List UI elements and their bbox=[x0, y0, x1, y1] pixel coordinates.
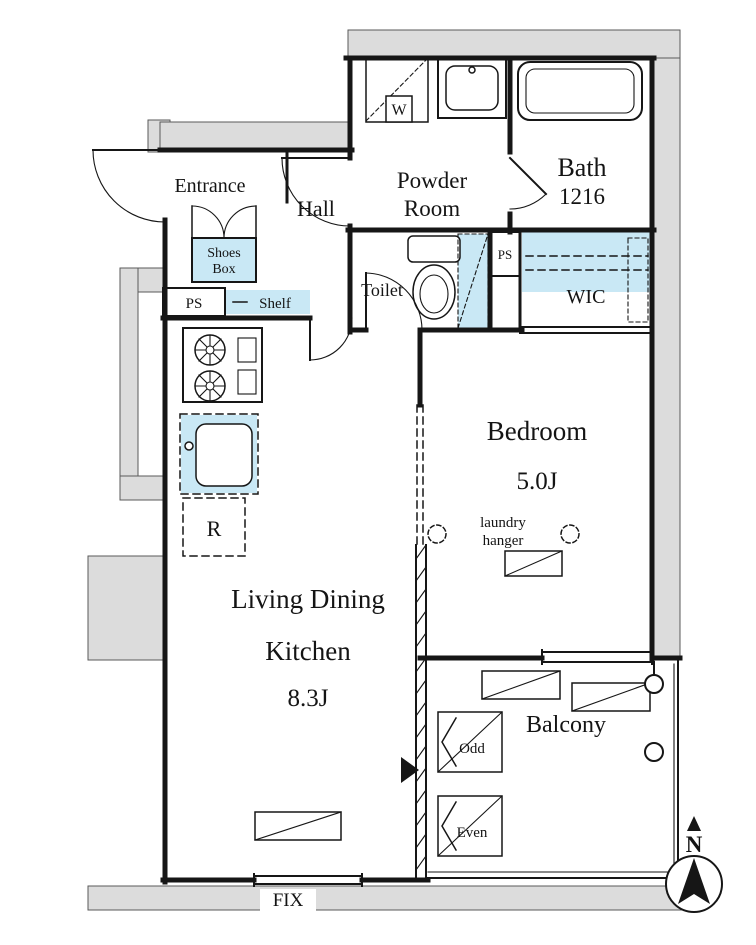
shoes-box-label-1: Shoes bbox=[207, 246, 240, 261]
compass-arrowhead bbox=[687, 816, 701, 831]
refrigerator-label: R bbox=[207, 516, 222, 541]
balcony-glass-panel-2 bbox=[571, 682, 651, 712]
fix-window-label: FIX bbox=[273, 890, 304, 911]
balcony-glass-panel-1 bbox=[481, 670, 561, 700]
wic-hanger-rails bbox=[525, 237, 649, 323]
bath-folding-door bbox=[508, 156, 548, 210]
stairs-odd-label: Odd bbox=[459, 741, 485, 757]
shoes-box-area bbox=[192, 238, 256, 282]
drain-pipes bbox=[644, 661, 664, 762]
balcony-label: Balcony bbox=[526, 712, 606, 738]
north-compass bbox=[665, 816, 723, 913]
balcony bbox=[401, 657, 679, 879]
powder-room-label-2: Room bbox=[404, 196, 460, 221]
north-label: N bbox=[686, 832, 703, 857]
powder-room-label-1: Powder bbox=[397, 168, 468, 193]
fix-label-chip bbox=[260, 889, 316, 911]
ldk-label-1: Living Dining bbox=[231, 584, 385, 614]
powder-room-door bbox=[281, 157, 351, 227]
bath-label-1: Bath bbox=[557, 153, 606, 182]
wash-basin bbox=[437, 57, 507, 119]
wic-area bbox=[522, 232, 652, 292]
toilet-label: Toilet bbox=[361, 280, 403, 300]
washing-machine-label: W bbox=[391, 102, 407, 119]
hall-ldk-door bbox=[309, 317, 353, 361]
washing-machine bbox=[365, 57, 429, 123]
laundry-hanger-label-1: laundry bbox=[480, 515, 526, 531]
doors bbox=[92, 149, 548, 361]
walls bbox=[157, 55, 683, 885]
windows bbox=[253, 326, 653, 887]
ldk-size-label: 8.3J bbox=[288, 685, 329, 712]
entry-direction-triangle bbox=[401, 757, 419, 783]
bathtub bbox=[517, 61, 643, 121]
pipe-space-left-label: PS bbox=[186, 296, 203, 312]
toilet-door bbox=[365, 272, 423, 331]
shelf-label: Shelf bbox=[259, 296, 291, 312]
shoes-box-doors bbox=[191, 205, 257, 239]
refrigerator-space bbox=[182, 497, 246, 557]
hall-label: Hall bbox=[297, 196, 335, 221]
bedroom-size-label: 5.0J bbox=[517, 468, 558, 495]
shoes-box-label-2: Box bbox=[212, 262, 235, 277]
exterior-concrete-walls bbox=[87, 29, 684, 911]
gas-stove bbox=[182, 327, 263, 403]
bath-label-2: 1216 bbox=[559, 184, 605, 209]
entrance-label: Entrance bbox=[174, 175, 245, 197]
stairs-even-label: Even bbox=[457, 825, 488, 841]
pipe-space-top-label: PS bbox=[498, 247, 512, 262]
stairs-odd-box bbox=[437, 711, 503, 773]
bedroom-label: Bedroom bbox=[487, 416, 588, 446]
stairs-even-box bbox=[437, 795, 503, 857]
fixtures bbox=[162, 57, 649, 577]
laundry-hanger-label-2: hanger bbox=[483, 533, 524, 549]
toilet-fixture bbox=[407, 233, 489, 329]
laundry-hanger-hooks bbox=[427, 524, 580, 577]
room-labels: Entrance Shoes Box Hall Powder Room W Ba… bbox=[174, 102, 702, 911]
ldk-glass-panel bbox=[254, 811, 342, 841]
compass-needle bbox=[678, 858, 710, 904]
kitchen-sink bbox=[179, 413, 259, 495]
wic-label: WIC bbox=[567, 286, 606, 308]
entrance-door bbox=[92, 149, 166, 223]
ldk-label-2: Kitchen bbox=[265, 636, 351, 666]
